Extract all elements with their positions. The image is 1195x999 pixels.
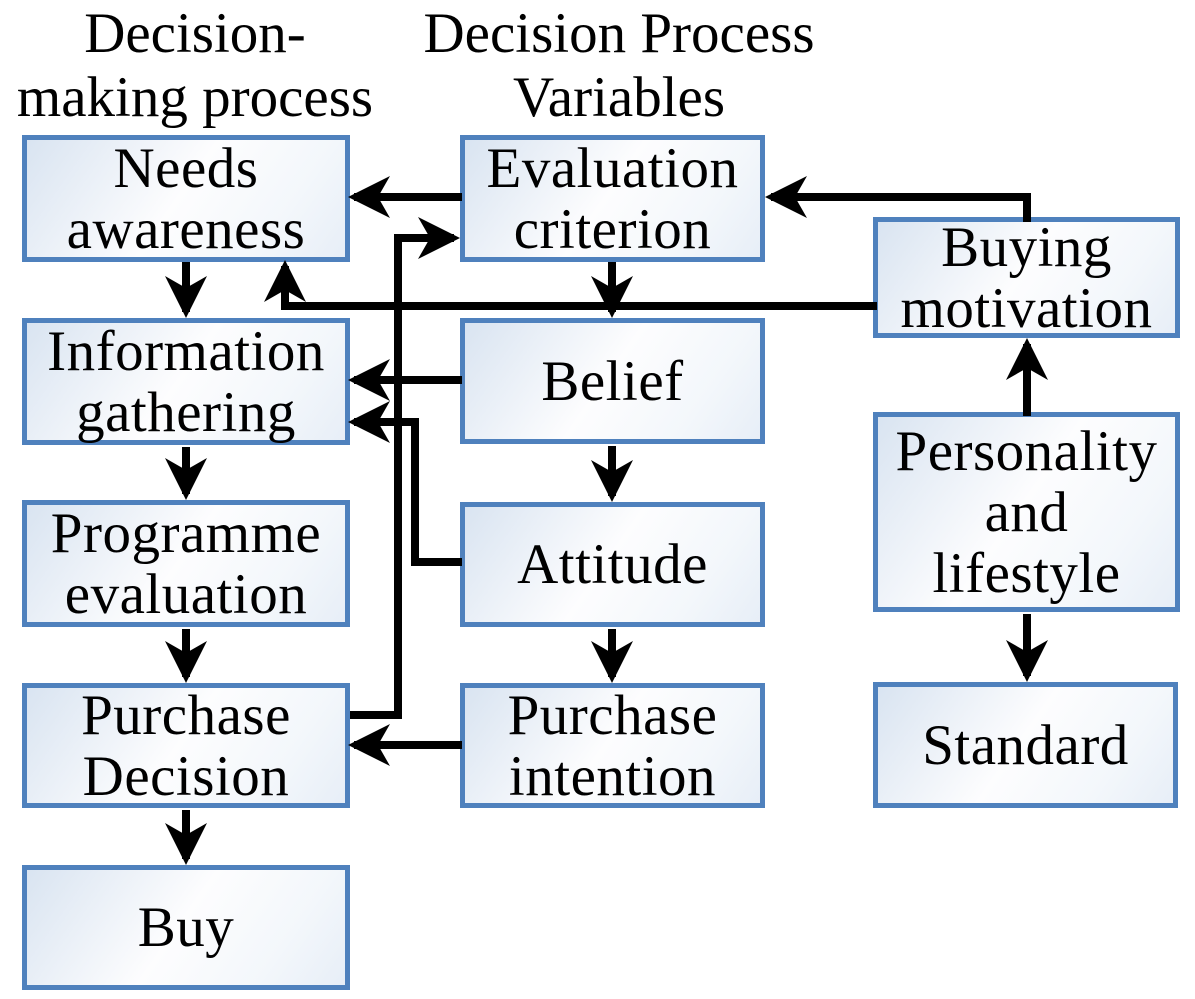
node-information-gathering: Information gathering bbox=[22, 318, 350, 445]
arrow-buying-motivation-to-needs-awareness bbox=[264, 260, 877, 310]
node-standard: Standard bbox=[873, 682, 1178, 808]
node-needs-awareness: Needs awareness bbox=[22, 135, 350, 262]
node-buy: Buy bbox=[22, 865, 350, 990]
node-attitude: Attitude bbox=[460, 502, 765, 627]
column-header-decision-making-process: Decision- making process bbox=[16, 2, 374, 129]
node-evaluation-criterion: Evaluation criterion bbox=[460, 135, 765, 262]
node-belief: Belief bbox=[460, 318, 765, 444]
node-purchase-decision: Purchase Decision bbox=[22, 683, 350, 808]
arrow-attitude-to-information-gathering bbox=[348, 401, 462, 566]
node-buying-motivation: Buying motivation bbox=[873, 217, 1180, 339]
column-header-decision-process-variables: Decision Process Variables bbox=[423, 2, 815, 129]
node-personality-lifestyle: Personality and lifestyle bbox=[873, 412, 1180, 612]
node-purchase-intention: Purchase intention bbox=[460, 683, 765, 808]
arrow-purchase-decision-to-evaluation-criterion bbox=[350, 217, 460, 719]
node-programme-evaluation: Programme evaluation bbox=[22, 500, 350, 627]
